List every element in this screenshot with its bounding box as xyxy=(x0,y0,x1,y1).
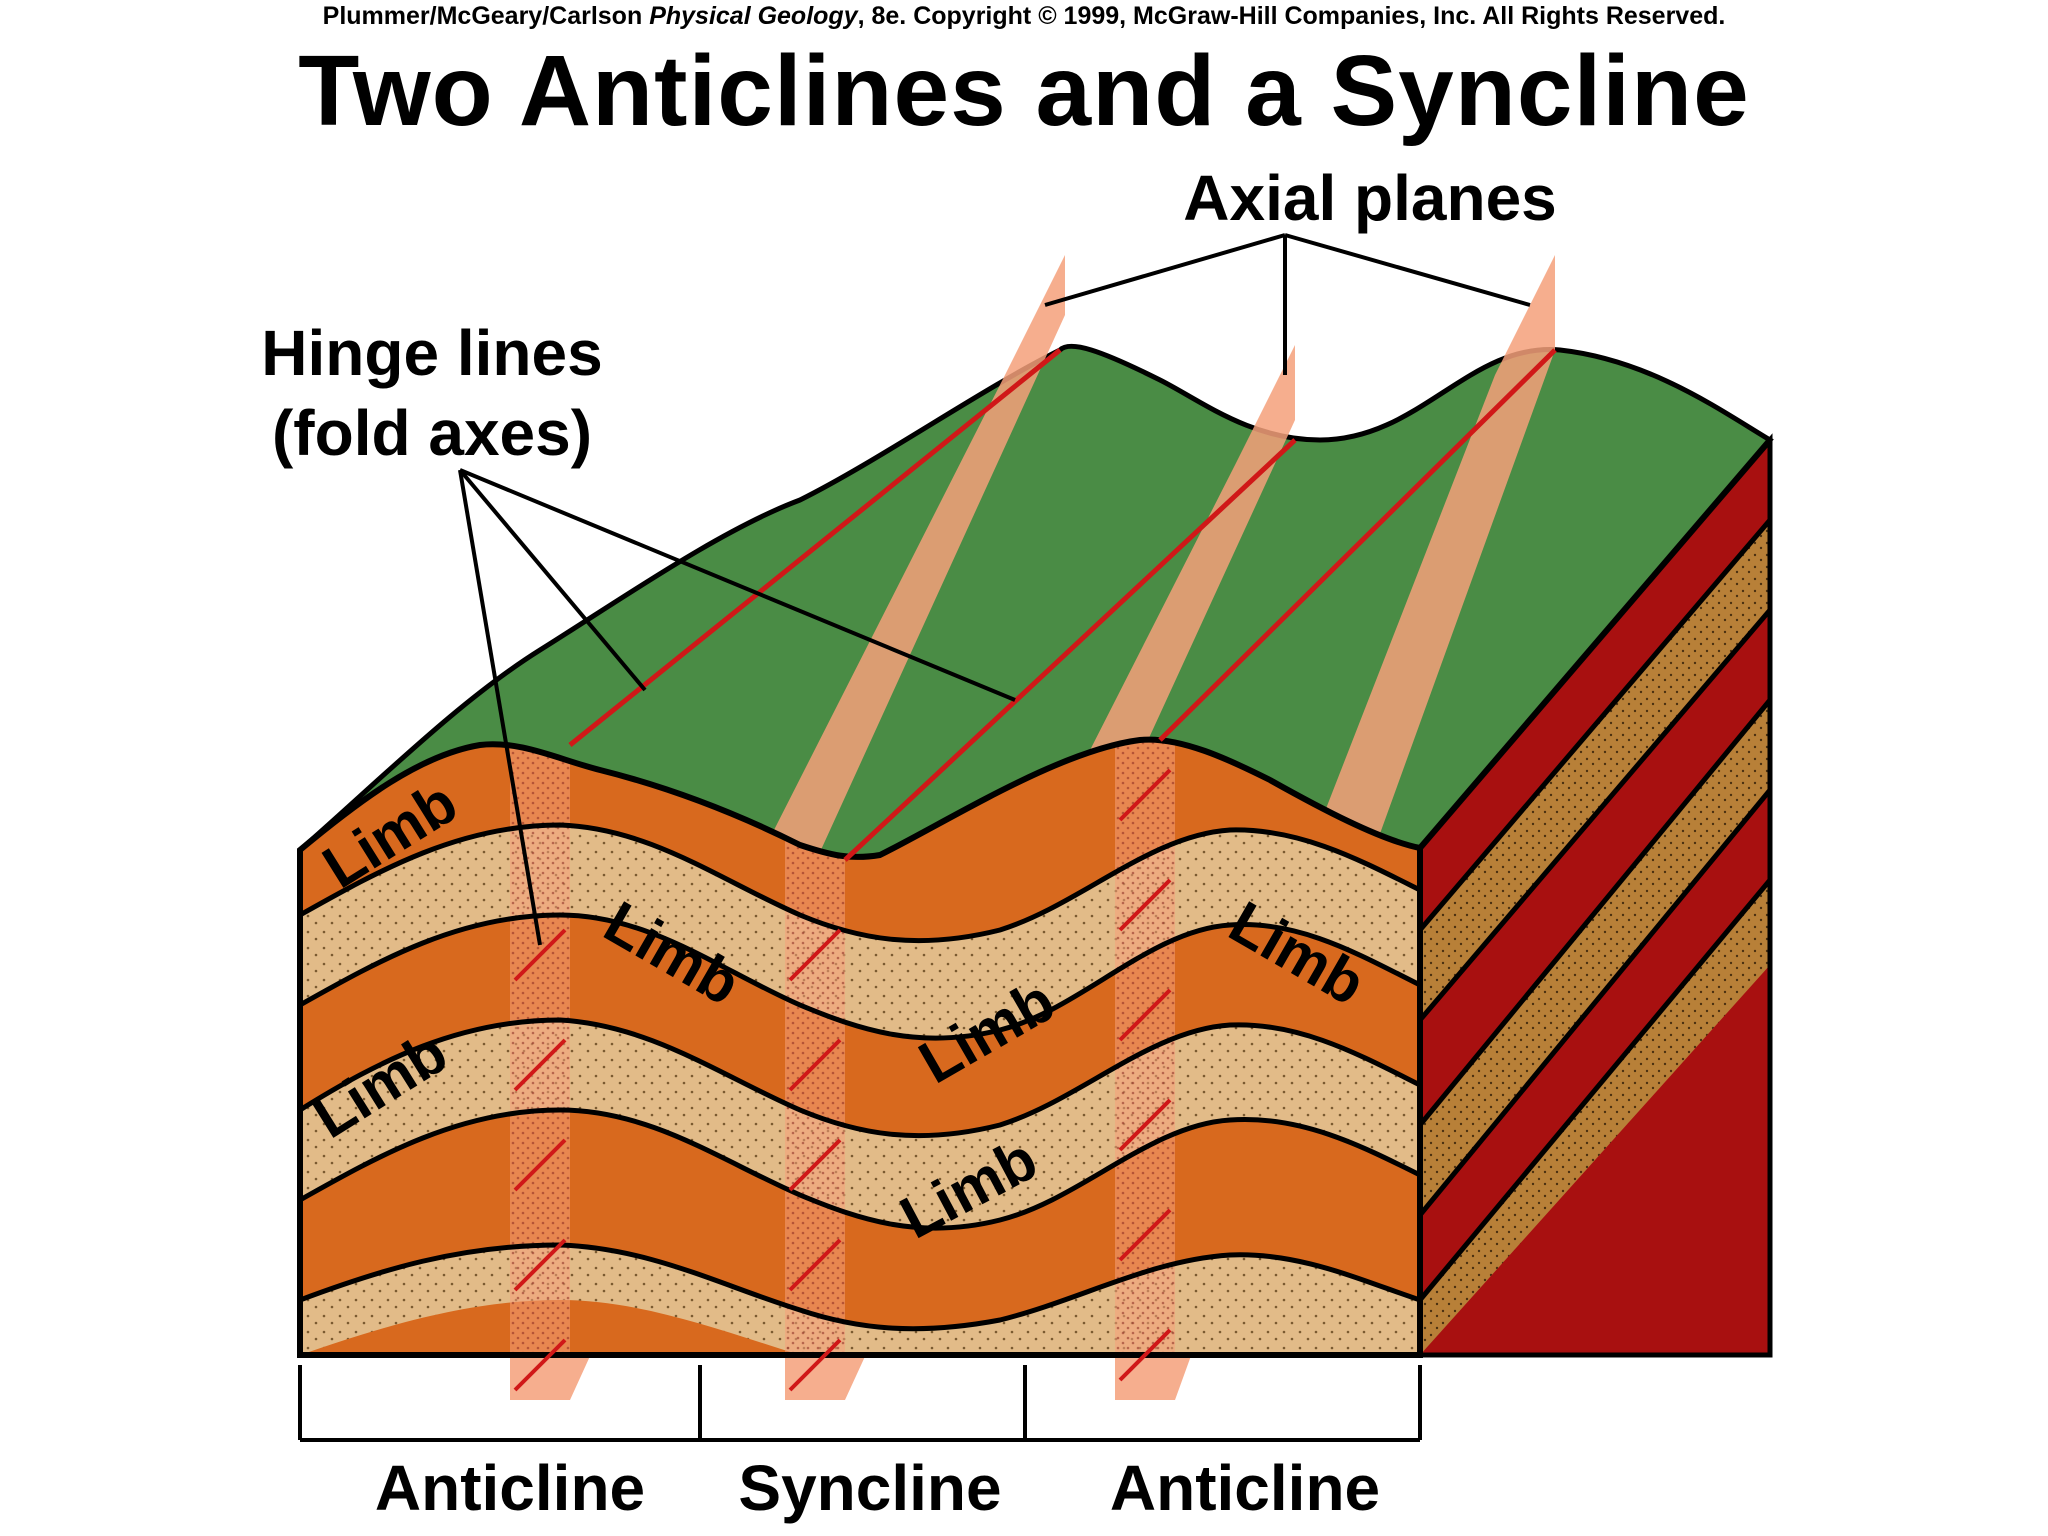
fold-label-anticline-right: Anticline xyxy=(1110,1452,1380,1524)
axial-planes-label: Axial planes xyxy=(1183,162,1557,234)
callout-leaders xyxy=(458,233,1531,946)
hinge-line-2 xyxy=(843,438,1297,862)
hinge-lines xyxy=(568,348,1557,862)
fold-axes-label: (fold axes) xyxy=(272,397,592,469)
front-outline xyxy=(297,736,1423,1358)
hinge-line-1 xyxy=(568,348,1062,747)
credit-authors: Plummer/McGeary/Carlson xyxy=(322,2,643,30)
credit-book-title: Physical Geology xyxy=(649,2,858,30)
axial-plane-hatches xyxy=(513,768,1172,1392)
fold-label-syncline: Syncline xyxy=(738,1452,1001,1524)
front-face xyxy=(300,739,1420,1355)
side-face xyxy=(1417,433,1773,1358)
diagram-title: Two Anticlines and a Syncline xyxy=(298,35,1750,147)
fold-brackets xyxy=(298,1365,1422,1442)
fold-label-anticline-left: Anticline xyxy=(375,1452,645,1524)
hinge-line-3 xyxy=(1158,348,1557,742)
hinge-lines-label: Hinge lines xyxy=(261,317,602,389)
copyright-credit: Plummer/McGeary/Carlson Physical Geology… xyxy=(0,2,2048,31)
credit-rest: , 8e. Copyright © 1999, McGraw-Hill Comp… xyxy=(857,2,1726,30)
